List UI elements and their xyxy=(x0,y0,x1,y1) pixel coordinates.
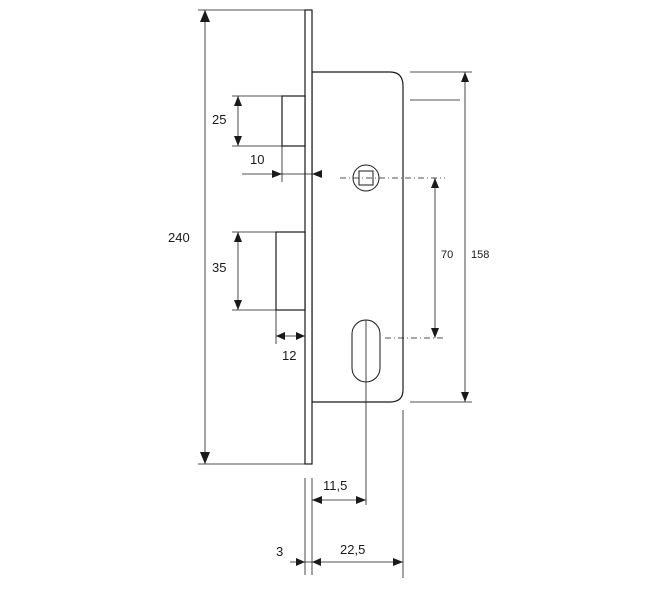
dim-158-arrow-bottom xyxy=(461,392,469,402)
dim-158-label: 158 xyxy=(471,249,489,261)
dim-12-label: 12 xyxy=(282,348,296,363)
dim-35-label: 35 xyxy=(212,260,226,275)
dim-11-5-arrow-right xyxy=(356,496,366,504)
dim-25-arrow-bottom xyxy=(234,136,242,146)
dim-35-arrow-top xyxy=(234,232,242,242)
dim-70-label: 70 xyxy=(441,249,453,261)
lock-case-body xyxy=(311,71,404,403)
dim-35-arrow-bottom xyxy=(234,300,242,310)
dim-22-5-arrow-right xyxy=(393,558,403,566)
dim-12-arrow-left xyxy=(276,332,285,340)
faceplate xyxy=(304,9,313,465)
dead-bolt xyxy=(275,231,306,311)
dim-70-arrow-bottom xyxy=(431,328,439,338)
dim-11-5-arrow-left xyxy=(312,496,322,504)
dim-158-arrow-top xyxy=(461,72,469,82)
latch-bolt xyxy=(281,95,306,147)
dim-10-arrow-right xyxy=(312,170,322,178)
dim-70-arrow-top xyxy=(431,178,439,188)
dim-25-label: 25 xyxy=(212,112,226,127)
dim-11-5-label: 11,5 xyxy=(323,478,347,493)
dim-3-arrow-left xyxy=(296,558,305,566)
dim-3-label: 3 xyxy=(276,544,283,559)
dim-240-arrow-top xyxy=(200,10,210,22)
dim-12-arrow-right xyxy=(296,332,305,340)
dim-240-arrow-bottom xyxy=(200,452,210,464)
dim-10-arrow-left xyxy=(272,170,282,178)
dim-10-label: 10 xyxy=(250,152,264,167)
dim-240-label: 240 xyxy=(168,230,190,245)
dim-22-5-label: 22,5 xyxy=(340,542,365,557)
dim-25-arrow-top xyxy=(234,96,242,106)
